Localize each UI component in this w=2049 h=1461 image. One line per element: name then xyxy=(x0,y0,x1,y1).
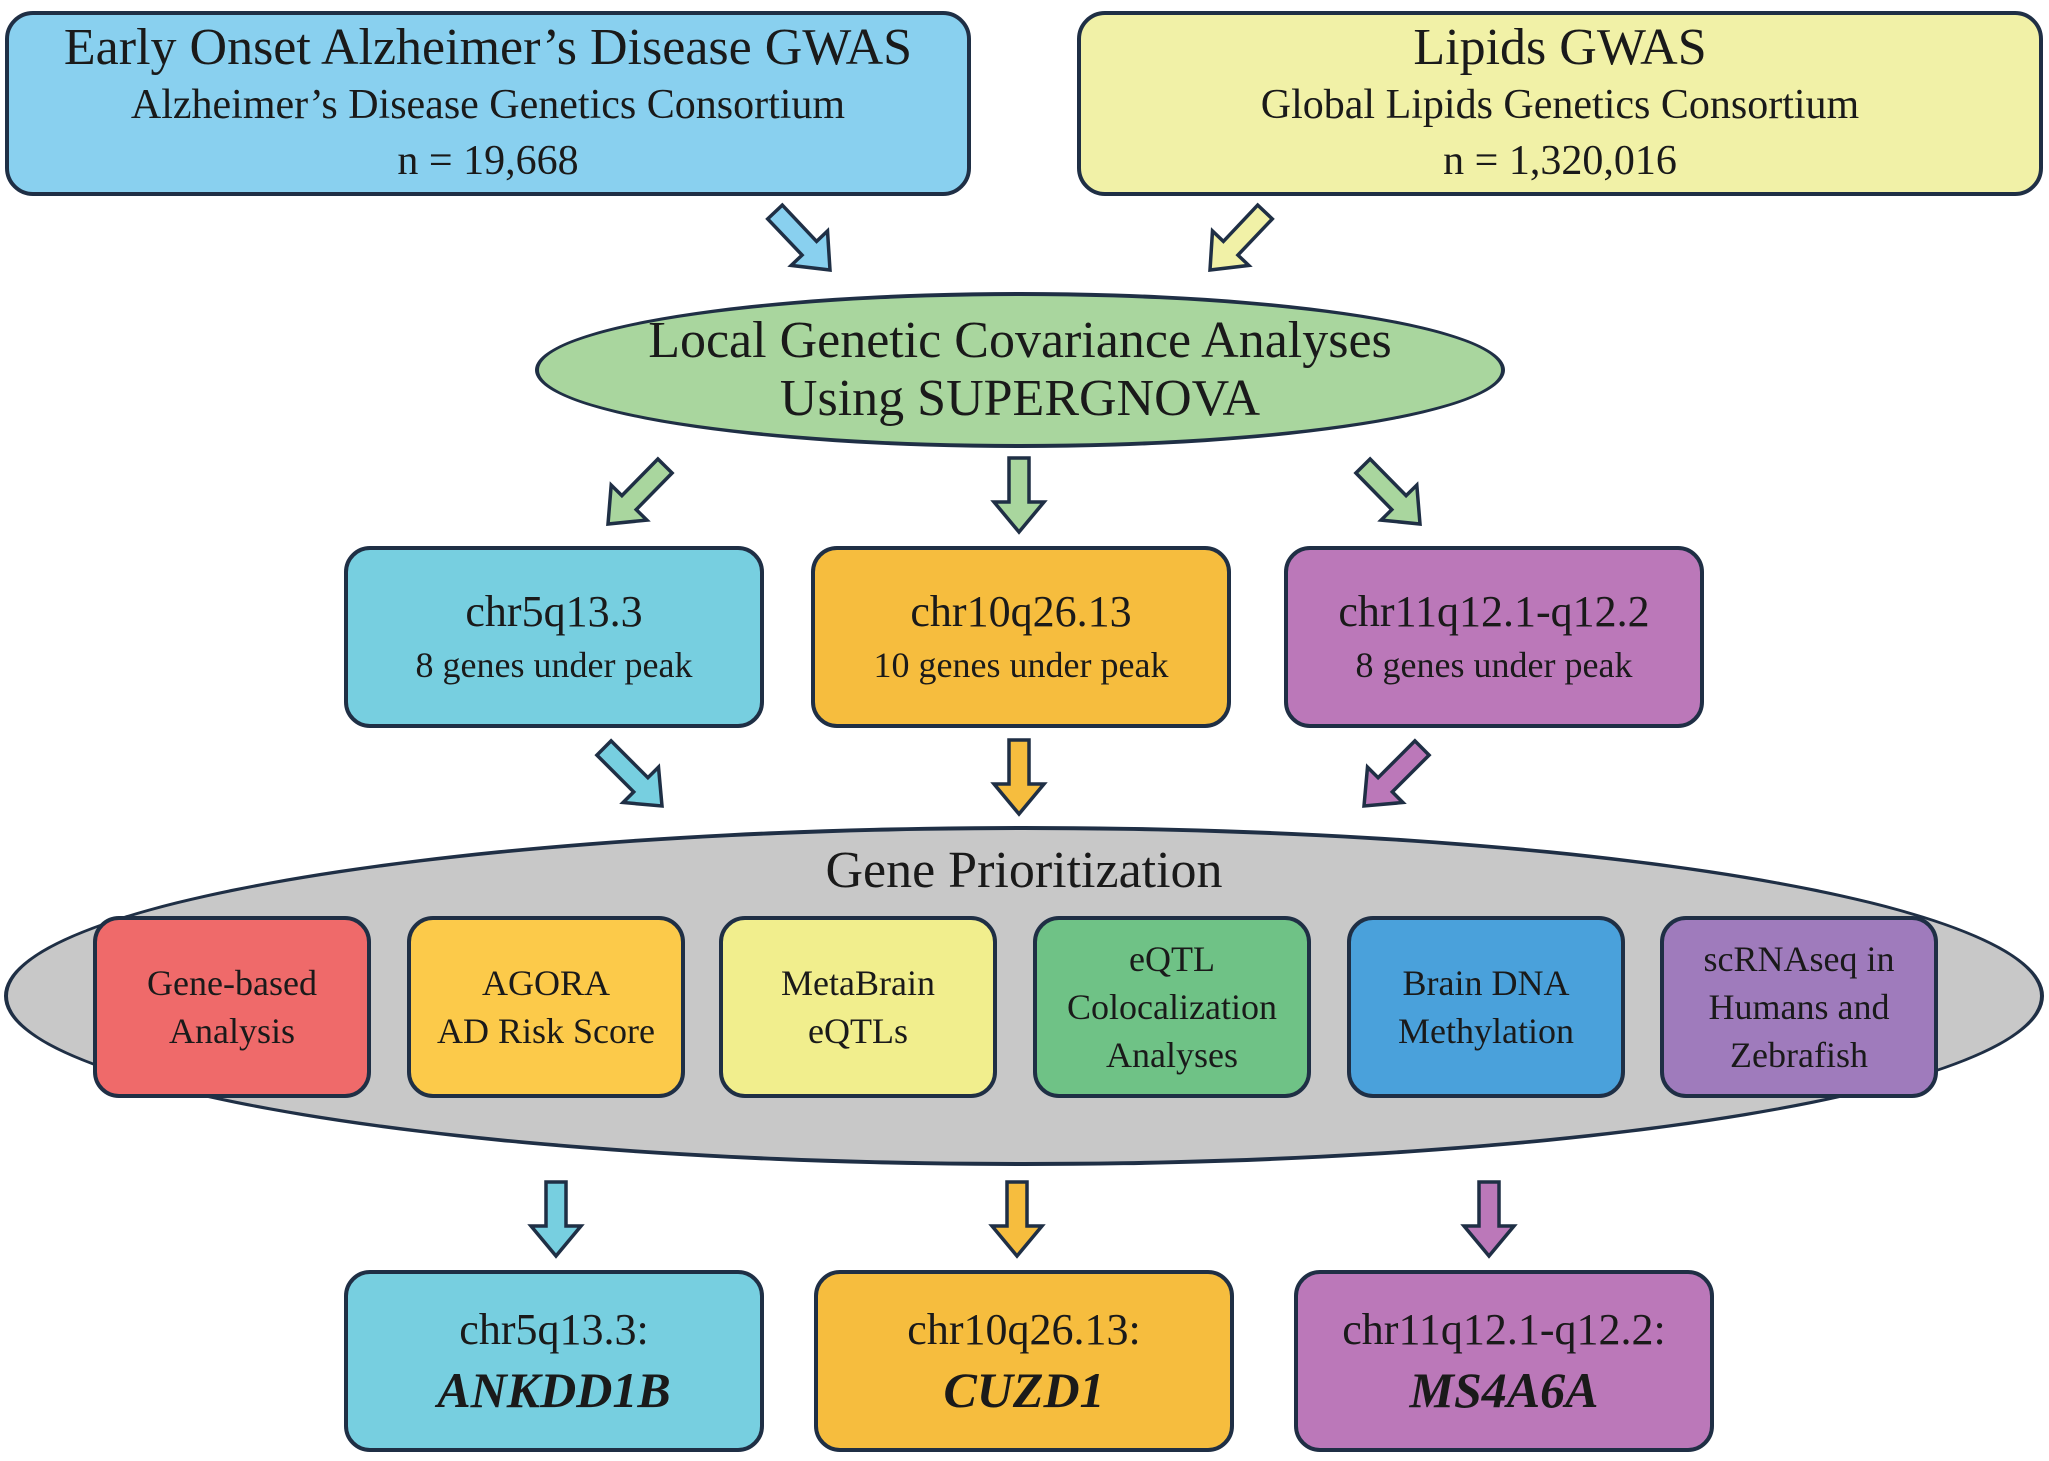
arrow-prioritization-to-ankdd1b xyxy=(527,1180,585,1259)
source-title: Lipids GWAS xyxy=(1413,18,1707,76)
source-sample-size: n = 19,668 xyxy=(397,137,579,184)
region-box-chr5: chr5q13.3 8 genes under peak xyxy=(344,546,764,728)
method-brain-dna-methylation: Brain DNA Methylation xyxy=(1347,916,1625,1098)
source-box-lipids: Lipids GWAS Global Lipids Genetics Conso… xyxy=(1077,11,2043,196)
result-region: chr10q26.13: xyxy=(907,1305,1141,1354)
method-line: Zebrafish xyxy=(1730,1035,1868,1075)
method-line: Analyses xyxy=(1106,1035,1238,1075)
region-name: chr5q13.3 xyxy=(465,587,643,636)
method-agora: AGORA AD Risk Score xyxy=(407,916,685,1098)
source-consortium: Global Lipids Genetics Consortium xyxy=(1260,81,1860,128)
source-consortium: Alzheimer’s Disease Genetics Consortium xyxy=(130,81,846,128)
arrow-analysis-to-chr5 xyxy=(606,456,675,526)
prioritization-title: Gene Prioritization xyxy=(825,842,1223,899)
method-line: Analysis xyxy=(169,1011,295,1051)
result-gene: MS4A6A xyxy=(1409,1362,1599,1418)
arrow-chr5-to-prioritization xyxy=(594,738,664,808)
result-region: chr5q13.3: xyxy=(459,1305,649,1354)
method-line: AGORA xyxy=(481,963,610,1003)
method-eqtl-colocalization: eQTL Colocalization Analyses xyxy=(1033,916,1311,1098)
result-box-chr10: chr10q26.13: CUZD1 xyxy=(814,1270,1234,1452)
result-gene: ANKDD1B xyxy=(437,1362,671,1418)
region-name: chr11q12.1-q12.2 xyxy=(1338,587,1650,636)
region-gene-count: 10 genes under peak xyxy=(873,645,1169,685)
result-box-chr11: chr11q12.1-q12.2: MS4A6A xyxy=(1294,1270,1714,1452)
method-scrnaseq: scRNAseq in Humans and Zebrafish xyxy=(1660,916,1938,1098)
region-name: chr10q26.13 xyxy=(910,587,1132,636)
arrow-prioritization-to-ms4a6a xyxy=(1460,1180,1518,1259)
arrow-prioritization-to-cuzd1 xyxy=(988,1180,1046,1259)
method-line: scRNAseq in xyxy=(1703,939,1895,979)
method-line: AD Risk Score xyxy=(437,1011,655,1051)
region-box-chr10: chr10q26.13 10 genes under peak xyxy=(811,546,1231,728)
arrow-chr10-to-prioritization xyxy=(990,738,1048,817)
arrow-lipids-to-analysis xyxy=(1208,202,1275,272)
method-line: eQTLs xyxy=(808,1011,908,1051)
method-line: Humans and xyxy=(1708,987,1890,1027)
analysis-oval: Local Genetic Covariance Analyses Using … xyxy=(535,292,1505,448)
method-line: Colocalization xyxy=(1067,987,1277,1027)
region-box-chr11: chr11q12.1-q12.2 8 genes under peak xyxy=(1284,546,1704,728)
method-gene-based-analysis: Gene-based Analysis xyxy=(93,916,371,1098)
analysis-line1: Local Genetic Covariance Analyses xyxy=(648,312,1392,369)
method-line: eQTL xyxy=(1129,939,1215,979)
result-box-chr5: chr5q13.3: ANKDD1B xyxy=(344,1270,764,1452)
arrow-analysis-to-chr11 xyxy=(1353,456,1422,526)
method-metabrain: MetaBrain eQTLs xyxy=(719,916,997,1098)
result-region: chr11q12.1-q12.2: xyxy=(1342,1305,1666,1354)
analysis-line2: Using SUPERGNOVA xyxy=(779,370,1261,427)
arrow-analysis-to-chr10 xyxy=(990,456,1048,535)
source-box-alzheimers: Early Onset Alzheimer’s Disease GWAS Alz… xyxy=(5,11,971,196)
method-line: Gene-based xyxy=(147,963,317,1003)
region-gene-count: 8 genes under peak xyxy=(1355,645,1633,685)
arrow-alz-to-analysis xyxy=(765,202,832,272)
method-line: Brain DNA xyxy=(1402,963,1570,1003)
source-sample-size: n = 1,320,016 xyxy=(1443,137,1677,184)
region-gene-count: 8 genes under peak xyxy=(415,645,693,685)
result-gene: CUZD1 xyxy=(943,1362,1105,1418)
source-title: Early Onset Alzheimer’s Disease GWAS xyxy=(63,18,913,76)
method-line: Methylation xyxy=(1398,1011,1574,1051)
arrow-chr11-to-prioritization xyxy=(1362,738,1432,808)
method-line: MetaBrain xyxy=(781,963,935,1003)
